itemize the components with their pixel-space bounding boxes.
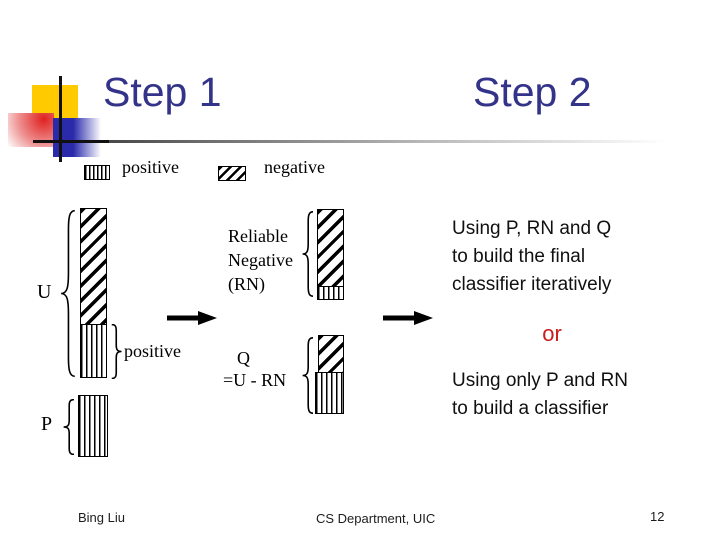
option1-text: Using P, RN and Q to build the final cla…	[452, 215, 652, 299]
p-brace	[62, 399, 78, 455]
option1-line: classifier iteratively	[452, 274, 612, 295]
u-brace	[59, 209, 80, 378]
u-positive-label: positive	[124, 341, 181, 361]
arrow-right-icon	[383, 310, 433, 326]
footer-author: Bing Liu	[78, 510, 125, 525]
option2-line: Using only P and RN	[452, 370, 629, 391]
q-bar-positive-segment	[315, 372, 344, 414]
footer-department: CS Department, UIC	[316, 511, 436, 526]
rn-bar-negative-segment	[317, 209, 344, 287]
rn-brace	[301, 211, 317, 297]
u-bar-negative-segment	[80, 208, 107, 325]
q-text-line: =U - RN	[223, 370, 287, 390]
decoration-vertical-line	[59, 76, 62, 162]
p-label: P	[41, 413, 53, 435]
q-text-line: Q	[237, 348, 250, 368]
rn-text-line: (RN)	[228, 274, 265, 294]
option1-line: Using P, RN and Q	[452, 218, 612, 239]
legend-positive-swatch	[84, 165, 110, 180]
option2-text: Using only P and RN to build a classifie…	[452, 367, 652, 423]
legend-negative-label: negative	[264, 157, 325, 177]
q-brace	[301, 337, 317, 414]
rn-text-line: Negative	[228, 250, 293, 270]
footer-page-number: 12	[650, 509, 665, 524]
title-step2: Step 2	[473, 69, 592, 115]
q-bar-negative-segment	[318, 335, 344, 372]
option1-line: to build the final	[452, 246, 586, 267]
arrow-right-icon	[167, 310, 217, 326]
or-text: or	[542, 321, 562, 346]
positive-brace	[108, 324, 123, 379]
rn-bar-positive-segment	[317, 287, 344, 300]
u-label: U	[37, 281, 52, 303]
u-bar-positive-segment	[80, 325, 107, 378]
legend-negative-swatch	[218, 166, 246, 181]
option2-line: to build a classifier	[452, 398, 609, 419]
q-text: Q =U - RN	[223, 347, 286, 391]
p-bar	[78, 395, 108, 457]
title-step1: Step 1	[103, 69, 222, 115]
title-rule	[33, 140, 688, 143]
rn-text-line: Reliable	[228, 226, 288, 246]
legend-positive-label: positive	[122, 157, 179, 177]
rn-text: Reliable Negative (RN)	[228, 224, 293, 296]
decoration-horizontal-line	[33, 140, 109, 143]
